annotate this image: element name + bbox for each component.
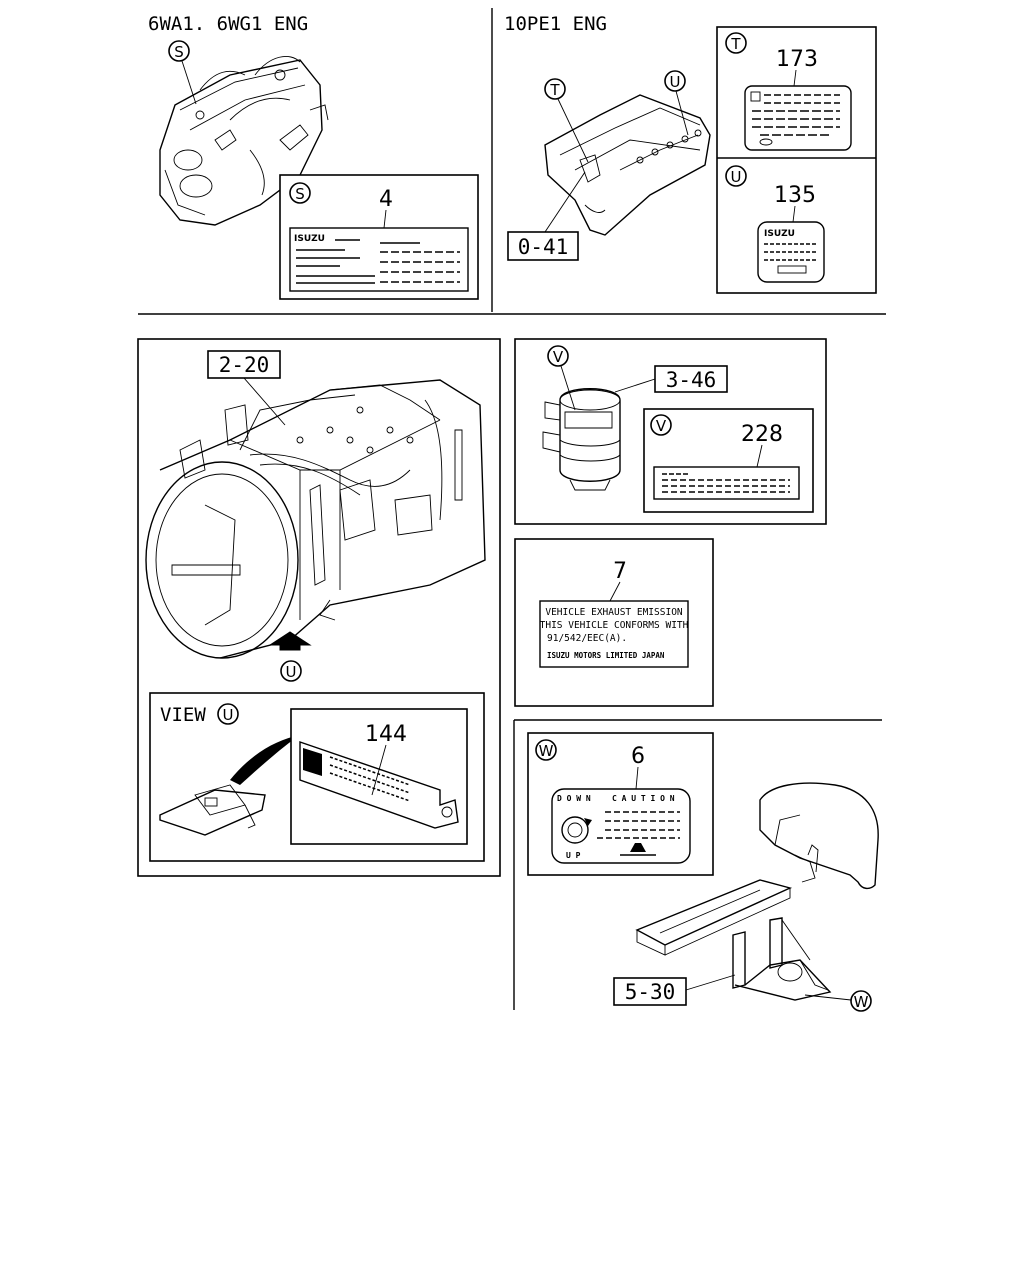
caution-up-text: U P — [566, 851, 581, 860]
label-panel-6: W 6 D O W N C A U T I O N U P — [527, 732, 714, 876]
callout-t-letter: T — [549, 81, 560, 99]
emission-text-line4: ISUZU MOTORS LIMITED JAPAN — [547, 651, 665, 660]
reference-3-46-text: 3-46 — [666, 368, 717, 392]
part-number-135: 135 — [774, 183, 816, 208]
emission-text-line2: THIS VEHICLE CONFORMS WITH — [540, 620, 689, 631]
label-6-text-lines — [597, 811, 680, 839]
emission-text-line1: VEHICLE EXHAUST EMISSION — [545, 607, 683, 618]
view-u-title: VIEW — [160, 704, 206, 726]
callout-u-engine: U — [664, 70, 689, 136]
part-number-4: 4 — [379, 187, 393, 212]
reference-0-41-text: 0-41 — [518, 235, 569, 259]
view-u-bracket-drawing — [159, 735, 300, 836]
caution-word-text: C A U T I O N — [612, 794, 675, 803]
label-4-text-lines — [296, 239, 460, 284]
emission-text-line3: 91/542/EEC(A). — [547, 633, 627, 644]
engine-10pe1-drawing — [544, 94, 711, 236]
callout-w-letter: W — [539, 742, 554, 760]
callout-u-view: U — [217, 703, 239, 725]
callout-v-letter: V — [656, 417, 667, 435]
emission-label — [539, 600, 689, 668]
label-173-text-lines — [752, 94, 840, 146]
label-panel-173-135: T 173 U 135 ISUZU — [716, 26, 877, 294]
part-number-228: 228 — [741, 422, 783, 447]
callout-s-letter: S — [174, 43, 184, 61]
callout-u-view-arrow: U — [280, 660, 302, 682]
cab-tilt-drawing — [635, 782, 879, 1001]
label-panel-144: 144 — [290, 708, 468, 845]
callout-v-letter: V — [553, 348, 564, 366]
part-number-7: 7 — [613, 559, 627, 584]
component-3-46-drawing — [542, 388, 621, 491]
section-dividers — [138, 8, 886, 1010]
part-number-173: 173 — [776, 47, 818, 72]
callout-u-letter: U — [223, 706, 234, 724]
label-panel-4: S 4 ISUZU — [279, 174, 479, 300]
reference-2-20: 2-20 — [207, 350, 286, 426]
callout-t-letter: T — [730, 35, 741, 53]
reference-0-41: 0-41 — [507, 171, 586, 261]
callout-w-letter: W — [854, 993, 869, 1011]
callout-u-letter: U — [286, 663, 297, 681]
callout-u-letter: U — [731, 168, 742, 186]
callout-s-letter: S — [295, 185, 305, 203]
callout-t-engine: T — [544, 78, 589, 163]
isuzu-logo-text: ISUZU — [764, 229, 795, 239]
part-number-144: 144 — [365, 722, 407, 747]
section-title-6wa1: 6WA1. 6WG1 ENG — [148, 13, 308, 35]
label-panel-228: V 228 — [643, 408, 814, 513]
label-panel-7 — [514, 538, 714, 707]
callout-s-engine: S — [168, 40, 197, 105]
label-144-text-lines — [329, 756, 411, 802]
reference-5-30: 5-30 — [613, 974, 736, 1006]
label-228-text-lines — [662, 473, 790, 493]
label-135-text-lines — [764, 243, 818, 274]
caution-down-text: D O W N — [557, 794, 591, 803]
isuzu-logo-text: ISUZU — [294, 234, 325, 244]
callout-w-bracket: W — [804, 990, 872, 1012]
transmission-drawing — [145, 379, 486, 659]
callout-u-letter: U — [670, 73, 681, 91]
section-title-10pe1: 10PE1 ENG — [504, 13, 607, 35]
reference-2-20-text: 2-20 — [219, 353, 270, 377]
reference-3-46: 3-46 — [614, 365, 728, 393]
callout-v-component: V — [547, 345, 576, 411]
part-number-6: 6 — [631, 744, 645, 769]
engine-6wa1-drawing — [159, 55, 329, 226]
reference-5-30-text: 5-30 — [625, 980, 676, 1004]
